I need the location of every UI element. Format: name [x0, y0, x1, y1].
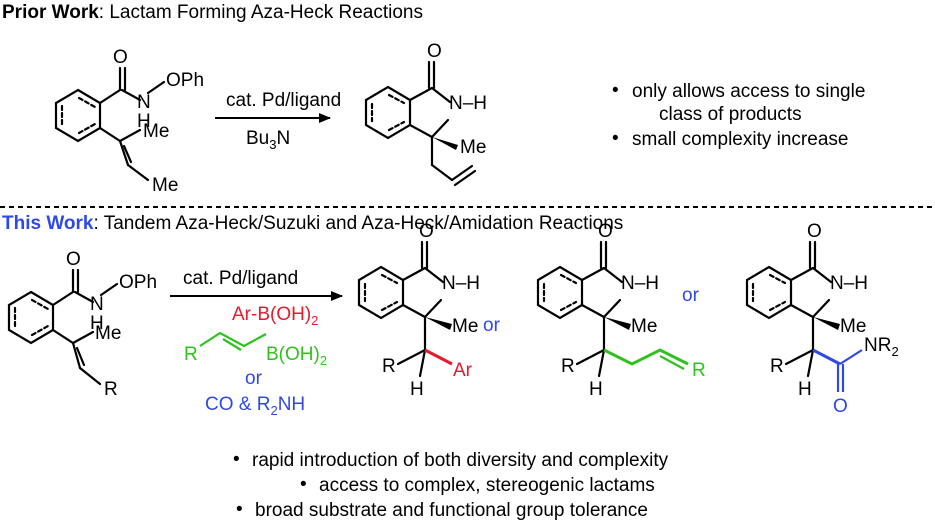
atom-o: O — [113, 47, 128, 68]
atom-h-this-sm: H — [90, 313, 104, 334]
atom-nh-p3: N–H — [830, 273, 868, 294]
atom-r-alkenyl-p2: R — [692, 360, 706, 381]
atom-me-p3: Me — [840, 316, 866, 337]
atom-ar-p1: Ar — [453, 360, 473, 381]
product-aryl — [357, 240, 445, 378]
this-note-bullet-2: • — [300, 474, 307, 495]
atom-r-p3: R — [770, 356, 784, 377]
atom-o-prior-product: O — [427, 41, 442, 62]
product-alkenyl — [536, 240, 624, 378]
atom-o-p2: O — [598, 221, 613, 242]
prior-reagent-top: cat. Pd/ligand — [226, 90, 341, 111]
atom-h-p1: H — [410, 379, 424, 400]
wedge-bond-1 — [425, 317, 452, 330]
new-c-ar-bond — [424, 348, 453, 366]
atom-me-2: Me — [152, 175, 178, 196]
aryl-boronic-acid: Ar-B(OH)2 — [232, 304, 318, 328]
vinyl-boronic-r: R — [184, 344, 198, 365]
prior-wedge-bond — [432, 137, 458, 150]
prior-note-3: small complexity increase — [632, 129, 848, 150]
this-starting-material — [7, 268, 119, 386]
new-amide-bond — [812, 348, 863, 392]
atom-n-this-sm: N — [90, 294, 104, 315]
atom-h-p3: H — [798, 379, 812, 400]
prior-note-1: only allows access to single — [632, 81, 865, 102]
prior-reagent-bottom: Bu3N — [246, 128, 290, 152]
this-note-bullet-3: • — [236, 499, 243, 520]
prior-work-heading: Prior Work: Lactam Forming Aza-Heck Reac… — [2, 2, 423, 23]
or-2: or — [682, 285, 700, 306]
atom-me-p2: Me — [631, 316, 657, 337]
this-work-heading: This Work: Tandem Aza-Heck/Suzuki and Az… — [2, 213, 624, 234]
this-note-3: broad substrate and functional group tol… — [255, 500, 648, 521]
atom-me-p1: Me — [452, 316, 478, 337]
atom-nr2-p3: NR2 — [864, 335, 899, 359]
atom-r-this-sm: R — [104, 379, 118, 400]
this-note-bullet-1: • — [233, 449, 240, 470]
atom-o-p1: O — [419, 221, 434, 242]
atom-o-this-sm: O — [66, 249, 81, 270]
atom-h-p2: H — [589, 379, 603, 400]
product-amide — [745, 240, 833, 378]
prior-note-bullet-1: • — [612, 80, 619, 101]
or-1: or — [483, 315, 501, 336]
atom-me-this-sm: Me — [95, 323, 121, 344]
prior-note-2: class of products — [659, 104, 802, 125]
prior-starting-material — [54, 66, 166, 182]
atom-o-amide-p3: O — [833, 396, 848, 417]
atom-me: Me — [143, 121, 169, 142]
wedge-bond-3 — [813, 317, 840, 330]
atom-r-p2: R — [561, 356, 575, 377]
vinyl-boronic-b: B(OH)2 — [266, 344, 327, 368]
this-reagent-top: cat. Pd/ligand — [183, 268, 298, 289]
prior-product — [364, 60, 477, 187]
reagent-or: or — [245, 368, 263, 389]
atom-o-p3: O — [807, 221, 822, 242]
vinyl-boronic-acid: R B(OH)2 — [184, 331, 327, 368]
co-amine-reagent: CO & R2NH — [205, 394, 305, 418]
atom-nh-prior-product: N–H — [449, 93, 487, 114]
new-alkenyl-chain — [603, 348, 689, 370]
wedge-bond-2 — [604, 317, 631, 330]
this-note-1: rapid introduction of both diversity and… — [252, 450, 669, 471]
atom-nh-p2: N–H — [621, 273, 659, 294]
atom-n: N — [137, 92, 151, 113]
atom-me-prior-product: Me — [460, 137, 486, 158]
atom-oph: OPh — [166, 70, 204, 91]
atom-r-p1: R — [382, 356, 396, 377]
this-note-2: access to complex, stereogenic lactams — [319, 475, 655, 496]
atom-nh-p1: N–H — [442, 273, 480, 294]
prior-note-bullet-3: • — [612, 128, 619, 149]
atom-oph-this-sm: OPh — [119, 272, 157, 293]
atom-h: H — [137, 111, 151, 132]
